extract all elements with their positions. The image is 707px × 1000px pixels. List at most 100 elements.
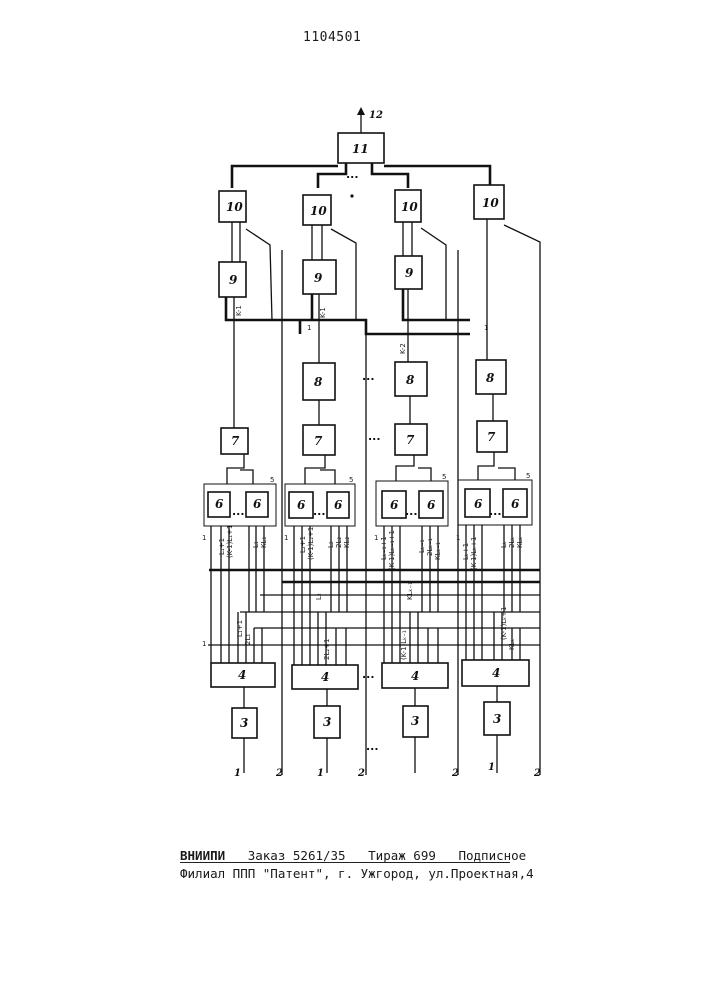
svg-text:Lₖ+1: Lₖ+1 xyxy=(462,543,470,560)
column-1: 10 9 7 5 6 6 4 3 1 2 xyxy=(202,191,283,779)
svg-text:...: ... xyxy=(313,505,326,518)
svg-text:10: 10 xyxy=(226,200,243,214)
footer-imprint-line-1: ВНИИПИ Заказ 5261/35 Тираж 699 Подписное xyxy=(180,848,526,863)
svg-text:L₁+1: L₁+1 xyxy=(236,620,244,637)
svg-text:...: ... xyxy=(362,370,375,383)
svg-text:3: 3 xyxy=(493,712,501,726)
svg-text:KLₖ: KLₖ xyxy=(508,639,516,650)
svg-text:(K-1)L₁+1: (K-1)L₁+1 xyxy=(226,525,234,558)
svg-text:...: ... xyxy=(362,668,375,681)
svg-text:7: 7 xyxy=(406,433,415,447)
svg-text:8: 8 xyxy=(314,375,323,389)
input-1-col4: 1 xyxy=(488,762,495,773)
svg-text:1: 1 xyxy=(284,534,288,542)
svg-text:1: 1 xyxy=(202,534,206,542)
block-11: 11 xyxy=(338,133,384,163)
input-1-col1: 1 xyxy=(234,768,241,779)
ellipsis-top: ... xyxy=(346,168,359,181)
svg-text:6: 6 xyxy=(297,498,306,512)
svg-text:8: 8 xyxy=(406,373,415,387)
input-2-col4: 2 xyxy=(533,768,541,779)
column-4: 10 8 7 5 6 6 4 3 1 2 1 Lₖ+1 (K-1 xyxy=(456,185,541,779)
svg-text:L₂+1: L₂+1 xyxy=(299,536,307,553)
svg-text:3: 3 xyxy=(240,716,248,730)
svg-text:5: 5 xyxy=(526,472,530,480)
svg-text:(K-1)L₂+1: (K-1)L₂+1 xyxy=(307,527,315,560)
svg-text:Lₖ₋₁+1: Lₖ₋₁+1 xyxy=(380,536,388,560)
column-2: 10 9 8 7 5 6 6 4 3 1 xyxy=(284,195,366,779)
svg-text:5: 5 xyxy=(442,473,446,481)
footer-print-run: Тираж 699 xyxy=(368,848,436,863)
svg-text:L₂: L₂ xyxy=(327,541,335,548)
svg-text:4: 4 xyxy=(411,669,419,683)
svg-text:10: 10 xyxy=(401,200,418,214)
footer-order: Заказ 5261/35 xyxy=(248,848,346,863)
svg-text:K-1: K-1 xyxy=(319,307,327,318)
output-signal-label: 12 xyxy=(369,110,383,121)
svg-text:2L₂: 2L₂ xyxy=(335,537,343,548)
input-1-col2: 1 xyxy=(317,768,324,779)
svg-text:...: ... xyxy=(489,505,502,518)
svg-text:KLₖ: KLₖ xyxy=(516,537,524,548)
block-11-label: 11 xyxy=(352,142,369,156)
svg-text:4: 4 xyxy=(492,666,500,680)
svg-text:6: 6 xyxy=(390,498,399,512)
svg-text:L₂: L₂ xyxy=(315,593,323,600)
svg-text:KL₂: KL₂ xyxy=(343,537,351,548)
input-2-col2: 2 xyxy=(357,768,365,779)
svg-text:3: 3 xyxy=(411,714,419,728)
svg-text:...: ... xyxy=(405,505,418,518)
svg-text:10: 10 xyxy=(482,196,499,210)
footer-org: ВНИИПИ xyxy=(180,848,225,863)
svg-text:...: ... xyxy=(366,740,379,753)
input-2-col3: 2 xyxy=(451,768,459,779)
output-arrow-icon xyxy=(357,107,365,115)
bus-10a-11 xyxy=(232,166,338,188)
svg-text:KLₖ₋₁: KLₖ₋₁ xyxy=(406,582,414,600)
svg-text:9: 9 xyxy=(229,273,238,287)
svg-text:2L₂+1: 2L₂+1 xyxy=(323,639,331,660)
svg-text:2L₁: 2L₁ xyxy=(244,634,252,645)
selector-bus xyxy=(226,297,470,334)
svg-text:7: 7 xyxy=(487,430,496,444)
svg-text:1: 1 xyxy=(307,324,311,332)
svg-text:1: 1 xyxy=(374,534,378,542)
svg-text:9: 9 xyxy=(314,271,323,285)
svg-text:7: 7 xyxy=(231,434,240,448)
column-3: 10 9 8 7 5 6 6 4 3 2 xyxy=(374,190,459,779)
svg-text:6: 6 xyxy=(511,497,520,511)
svg-text:...: ... xyxy=(232,505,245,518)
svg-text:Lₖ₋₁: Lₖ₋₁ xyxy=(418,539,426,553)
svg-text:4: 4 xyxy=(238,668,246,682)
svg-text:6: 6 xyxy=(427,498,436,512)
svg-text:10: 10 xyxy=(310,204,327,218)
footer-subscription: Подписное xyxy=(458,848,526,863)
svg-text:4: 4 xyxy=(321,670,329,684)
svg-text:K-2: K-2 xyxy=(399,343,407,354)
svg-text:KL₁: KL₁ xyxy=(260,537,268,548)
svg-text:2Lₖ: 2Lₖ xyxy=(508,537,516,548)
svg-text:...: ... xyxy=(368,430,381,443)
svg-text:7: 7 xyxy=(314,434,323,448)
svg-text:8: 8 xyxy=(486,371,495,385)
svg-text:L₁+1: L₁+1 xyxy=(218,538,226,555)
svg-text:K-1: K-1 xyxy=(235,305,243,316)
svg-text:6: 6 xyxy=(215,497,224,511)
svg-text:L₁: L₁ xyxy=(252,541,260,548)
svg-text:(K-1)Lₖ₋₁+1: (K-1)Lₖ₋₁+1 xyxy=(388,530,396,570)
svg-text:5: 5 xyxy=(270,476,274,484)
input-2-col1: 2 xyxy=(275,768,283,779)
svg-text:3: 3 xyxy=(323,715,331,729)
svg-text:(K-1)Lₖ+1: (K-1)Lₖ+1 xyxy=(470,537,478,571)
svg-text:6: 6 xyxy=(474,497,483,511)
svg-text:2Lₖ₋₁: 2Lₖ₋₁ xyxy=(426,538,434,556)
svg-text:6: 6 xyxy=(253,497,262,511)
footer-imprint-line-2: Филиал ППП "Патент", г. Ужгород, ул.Прое… xyxy=(180,866,534,881)
svg-text:5: 5 xyxy=(349,476,353,484)
svg-text:1: 1 xyxy=(202,640,206,648)
svg-text:1: 1 xyxy=(456,534,460,542)
svg-text:6: 6 xyxy=(334,498,343,512)
svg-text:1: 1 xyxy=(484,324,488,332)
junction-dot xyxy=(350,194,353,197)
svg-text:KLₖ₋₁: KLₖ₋₁ xyxy=(434,542,442,560)
